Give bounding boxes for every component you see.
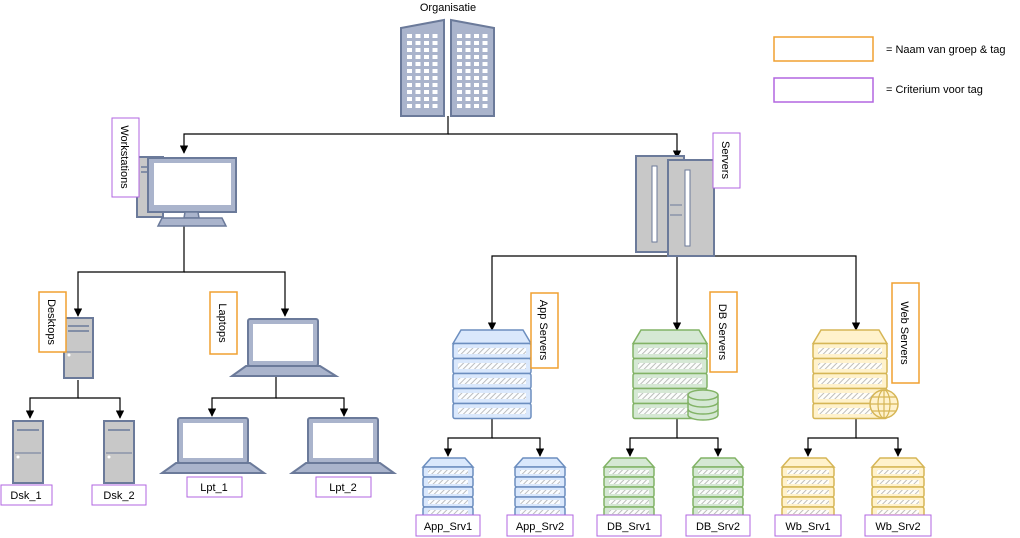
server-stack-icon xyxy=(780,457,836,518)
servers-node[interactable]: Servers xyxy=(635,132,741,257)
desktop-computer-icon xyxy=(136,156,237,227)
workstations-tag: Workstations xyxy=(111,117,140,198)
dsk-1-node[interactable]: Dsk_1 xyxy=(0,420,53,506)
lpt-1-node[interactable]: Lpt_1 xyxy=(158,417,268,498)
dsk-2-node[interactable]: Dsk_2 xyxy=(91,420,147,506)
web-servers-label: Web Servers xyxy=(898,301,910,365)
wb-srv1-node[interactable]: Wb_Srv1 xyxy=(774,457,842,537)
building-icon xyxy=(400,18,495,117)
web-servers-tag: Web Servers xyxy=(891,282,920,384)
organisatie-label: Organisatie xyxy=(420,2,476,14)
server-stack-icon xyxy=(691,457,745,518)
server-rack-icon xyxy=(635,155,715,257)
organisatie-node[interactable]: Organisatie xyxy=(400,2,495,117)
db-server-stack-icon xyxy=(631,329,709,420)
desktop-tower-icon xyxy=(12,420,44,484)
legend-item-criterion: = Criterium voor tag xyxy=(773,77,983,103)
laptops-label: Laptops xyxy=(216,303,228,343)
app-servers-label: App Servers xyxy=(537,300,549,361)
db-servers-tag: DB Servers xyxy=(709,291,738,373)
laptops-tag: Laptops xyxy=(209,291,238,355)
legend-text-criterion: = Criterium voor tag xyxy=(886,84,983,96)
server-stack-icon xyxy=(421,457,475,518)
server-stack-icon xyxy=(602,457,656,518)
desktop-tower-icon xyxy=(103,420,135,484)
servers-tag: Servers xyxy=(712,132,741,189)
desktop-tower-icon xyxy=(63,317,94,379)
wb-srv2-node[interactable]: Wb_Srv2 xyxy=(864,457,932,537)
globe-icon xyxy=(869,389,899,419)
web-server-stack-icon xyxy=(811,329,889,420)
app-srv1-label: App_Srv1 xyxy=(424,521,472,533)
database-icon xyxy=(687,389,719,421)
lpt-1-label: Lpt_1 xyxy=(200,482,228,494)
legend-item-tag: = Naam van groep & tag xyxy=(773,36,1006,62)
desktops-label: Desktops xyxy=(45,299,57,345)
servers-label: Servers xyxy=(719,141,731,179)
dsk-1-label: Dsk_1 xyxy=(10,490,41,502)
lpt-2-node[interactable]: Lpt_2 xyxy=(288,417,398,498)
db-srv2-node[interactable]: DB_Srv2 xyxy=(685,457,751,537)
desktops-node[interactable]: Desktops xyxy=(38,291,94,379)
workstations-node[interactable]: Workstations xyxy=(111,117,237,227)
laptop-icon xyxy=(228,318,340,377)
dsk-2-label: Dsk_2 xyxy=(103,490,134,502)
legend-text-tag: = Naam van groep & tag xyxy=(886,44,1006,56)
desktops-tag: Desktops xyxy=(38,291,67,353)
app-servers-tag: App Servers xyxy=(530,292,559,369)
wb-srv2-label: Wb_Srv2 xyxy=(875,521,920,533)
server-stack-icon xyxy=(513,457,567,518)
lpt-2-label: Lpt_2 xyxy=(329,482,357,494)
db-servers-node[interactable]: DB Servers xyxy=(631,291,738,421)
wb-srv1-label: Wb_Srv1 xyxy=(785,521,830,533)
laptop-icon xyxy=(288,417,398,474)
legend-swatch-criterion xyxy=(773,77,874,103)
legend-swatch-tag xyxy=(773,36,874,62)
connectors xyxy=(25,116,903,457)
app-servers-node[interactable]: App Servers xyxy=(451,292,559,420)
web-servers-node[interactable]: Web Servers xyxy=(811,282,920,420)
app-server-stack-icon xyxy=(451,329,533,420)
legend: = Naam van groep & tag = Criterium voor … xyxy=(773,36,1006,103)
db-srv1-label: DB_Srv1 xyxy=(607,521,651,533)
app-srv2-label: App_Srv2 xyxy=(516,521,564,533)
db-srv2-label: DB_Srv2 xyxy=(696,521,740,533)
laptops-node[interactable]: Laptops xyxy=(209,291,340,377)
app-srv2-node[interactable]: App_Srv2 xyxy=(506,457,574,537)
db-servers-label: DB Servers xyxy=(716,304,728,361)
workstations-label: Workstations xyxy=(118,125,130,189)
laptop-icon xyxy=(158,417,268,474)
db-srv1-node[interactable]: DB_Srv1 xyxy=(596,457,662,537)
app-srv1-node[interactable]: App_Srv1 xyxy=(415,457,481,537)
server-stack-icon xyxy=(870,457,926,518)
